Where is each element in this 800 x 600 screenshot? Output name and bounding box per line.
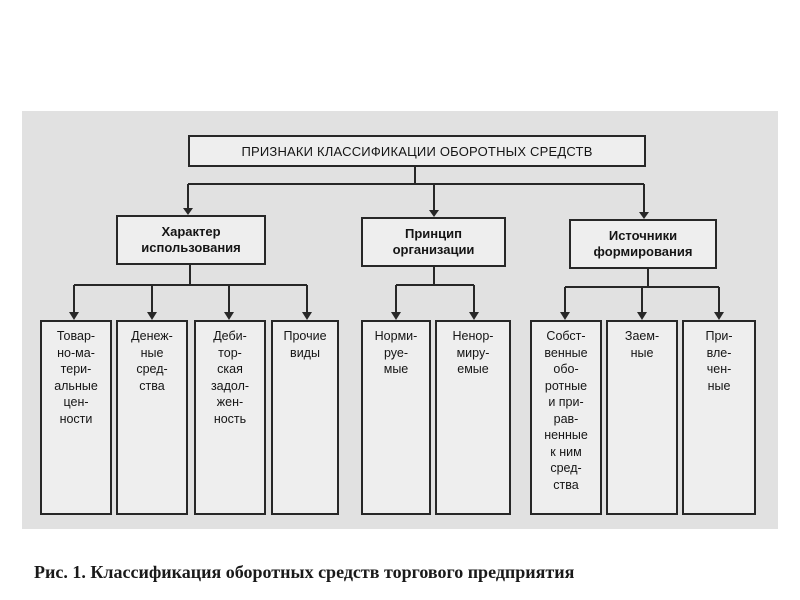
category-usage: Характер использования <box>116 215 266 265</box>
leaf-attracted: При- вле- чен- ные <box>682 320 756 515</box>
leaf-other: Прочие виды <box>271 320 339 515</box>
leaf-non-normalized: Ненор- миру- емые <box>435 320 511 515</box>
category-organization: Принцип организации <box>361 217 506 267</box>
leaf-inventory: Товар- но-ма- тери- альные цен- ности <box>40 320 112 515</box>
category-sources: Источники формирования <box>569 219 717 269</box>
leaf-normalized: Норми- руе- мые <box>361 320 431 515</box>
connector-lines <box>69 167 724 320</box>
leaf-own-funds: Собст- венные обо- ротные и при- рав- не… <box>530 320 602 515</box>
diagram-scan: ПРИЗНАКИ КЛАССИФИКАЦИИ ОБОРОТНЫХ СРЕДСТВ… <box>22 111 778 529</box>
leaf-cash: Денеж- ные сред- ства <box>116 320 188 515</box>
leaf-borrowed: Заем- ные <box>606 320 678 515</box>
figure-caption: Рис. 1. Классификация оборотных средств … <box>34 562 575 582</box>
root-node: ПРИЗНАКИ КЛАССИФИКАЦИИ ОБОРОТНЫХ СРЕДСТВ <box>188 135 646 167</box>
leaf-receivables: Деби- тор- ская задол- жен- ность <box>194 320 266 515</box>
